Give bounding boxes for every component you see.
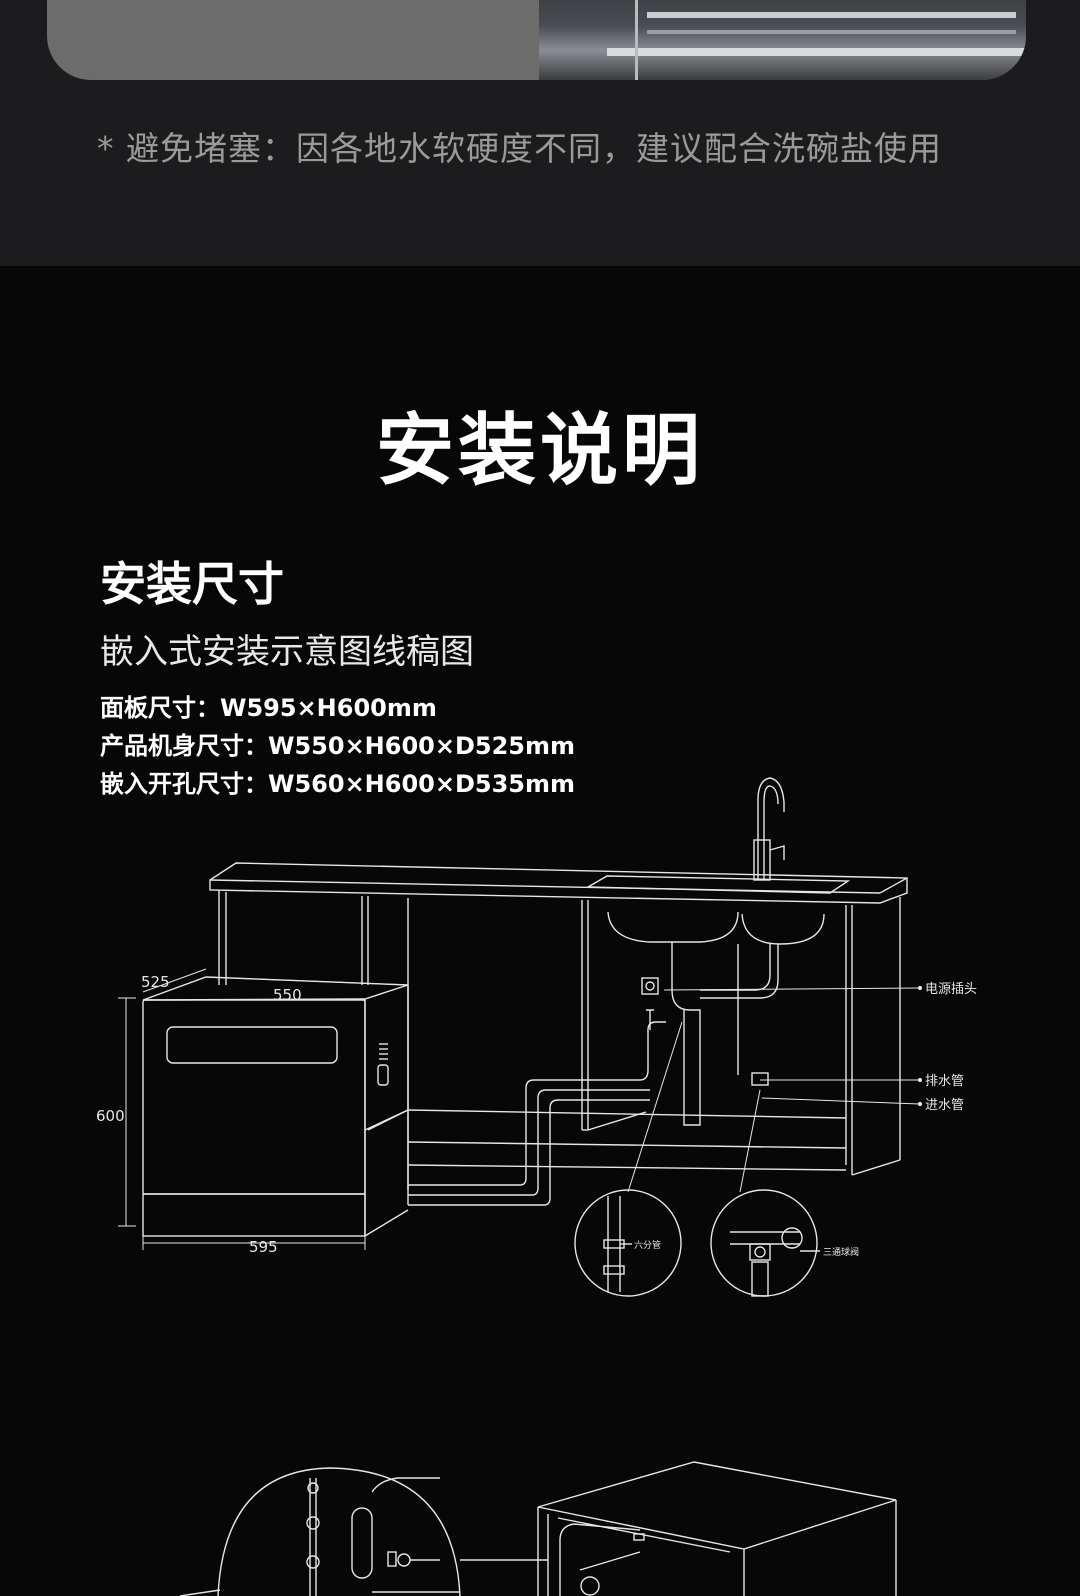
detail-circle-pipe [574,1189,682,1297]
dim-depth-label: 525 [141,973,170,991]
section-title: 安装尺寸 [100,557,284,611]
spec-cutout-size: 嵌入开孔尺寸：W560×H600×D535mm [100,770,576,798]
dishwasher [142,976,409,1237]
photo-frame [635,0,638,80]
salt-usage-note: * 避免堵塞：因各地水软硬度不同，建议配合洗碗盐使用 [97,129,942,168]
countertop [209,862,908,904]
dimension-lines [118,968,409,1250]
lower-diagram [179,1461,897,1596]
diagram-labels: 525 550 600 595 电源插头 排水管 进水管 六分管 三通球阀 [96,973,977,1258]
callout-leaders [627,985,923,1193]
spec-body-size: 产品机身尺寸：W550×H600×D525mm [100,732,576,760]
page-title: 安装说明 [375,406,704,496]
callout-pipe-six: 六分管 [634,1239,661,1251]
callout-drain-pipe: 排水管 [925,1074,964,1089]
cabinet [218,890,901,1190]
dim-height-label: 600 [96,1107,125,1125]
detail-circle-valve [710,1189,820,1297]
dim-panel-width-label: 595 [249,1238,278,1256]
section-subtitle: 嵌入式安装示意图线稿图 [100,632,474,672]
photo-rail [647,12,1016,18]
power-socket-icon [641,977,659,995]
dim-body-width-label: 550 [273,986,302,1004]
callout-three-way-valve: 三通球阀 [823,1246,859,1258]
callout-power-plug: 电源插头 [925,982,977,997]
faucet-icon [753,777,785,881]
spec-panel-size: 面板尺寸：W595×H600mm [100,694,437,722]
callout-inlet-pipe: 进水管 [925,1098,964,1113]
photo-rail [647,30,1016,34]
drain-pipe [671,942,779,1126]
product-photo [47,0,1026,80]
top-section: * 避免堵塞：因各地水软硬度不同，建议配合洗碗盐使用 [0,0,1080,266]
sink-basin [585,875,851,945]
dishwasher-hoses [408,1009,769,1206]
photo-rail [607,48,1026,56]
